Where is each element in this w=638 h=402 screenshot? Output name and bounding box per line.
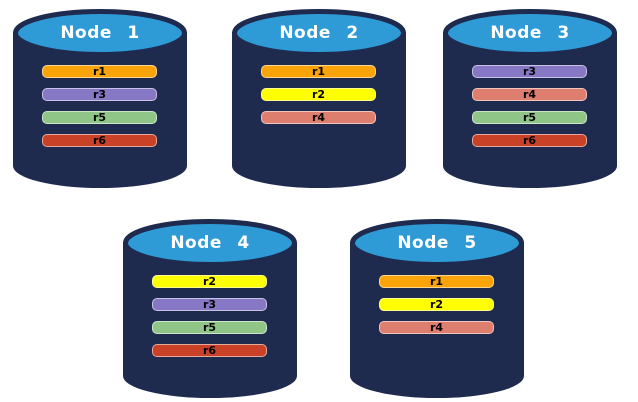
- replica-label: r4: [429, 321, 444, 334]
- replica-label: r6: [522, 134, 537, 147]
- replica-label: r3: [92, 88, 107, 101]
- replica-bar: r5: [472, 111, 587, 124]
- replica-label: r6: [92, 134, 107, 147]
- node-title: Node 3: [490, 23, 570, 43]
- replica-label: r2: [429, 298, 444, 311]
- replica-list: r1 r3 r5 r6: [42, 65, 157, 157]
- replica-label: r1: [429, 275, 444, 288]
- replica-bar: r2: [261, 88, 376, 101]
- replica-bar: r4: [379, 321, 494, 334]
- replica-label: r6: [202, 344, 217, 357]
- replica-label: r5: [92, 111, 107, 124]
- replica-label: r2: [311, 88, 326, 101]
- node-title: Node 2: [279, 23, 359, 43]
- node-cylinder-1: Node 1 r1 r3 r5 r6: [12, 8, 188, 190]
- replica-list: r1 r2 r4: [261, 65, 376, 134]
- replica-bar: r3: [152, 298, 267, 311]
- replica-bar: r4: [472, 88, 587, 101]
- replica-label: r4: [522, 88, 537, 101]
- replica-bar: r2: [379, 298, 494, 311]
- node-cylinder-3: Node 3 r3 r4 r5 r6: [442, 8, 618, 190]
- replica-bar: r5: [152, 321, 267, 334]
- node-title: Node 1: [60, 23, 140, 43]
- replica-bar: r1: [261, 65, 376, 78]
- node-cylinder-4: Node 4 r2 r3 r5 r6: [122, 218, 298, 400]
- replica-bar: r3: [42, 88, 157, 101]
- replica-bar: r6: [152, 344, 267, 357]
- replica-bar: r5: [42, 111, 157, 124]
- replica-label: r1: [92, 65, 107, 78]
- replica-bar: r6: [472, 134, 587, 147]
- node-cylinder-2: Node 2 r1 r2 r4: [231, 8, 407, 190]
- replica-list: r1 r2 r4: [379, 275, 494, 344]
- replica-label: r5: [202, 321, 217, 334]
- replica-label: r3: [202, 298, 217, 311]
- replica-bar: r6: [42, 134, 157, 147]
- replica-bar: r1: [379, 275, 494, 288]
- node-title: Node 5: [397, 233, 477, 253]
- replica-label: r4: [311, 111, 326, 124]
- replica-list: r3 r4 r5 r6: [472, 65, 587, 157]
- replica-bar: r1: [42, 65, 157, 78]
- replica-bar: r4: [261, 111, 376, 124]
- node-cylinder-5: Node 5 r1 r2 r4: [349, 218, 525, 400]
- replica-label: r5: [522, 111, 537, 124]
- replica-bar: r3: [472, 65, 587, 78]
- replica-bar: r2: [152, 275, 267, 288]
- replica-label: r3: [522, 65, 537, 78]
- node-title: Node 4: [170, 233, 250, 253]
- replica-label: r1: [311, 65, 326, 78]
- replica-label: r2: [202, 275, 217, 288]
- replica-list: r2 r3 r5 r6: [152, 275, 267, 367]
